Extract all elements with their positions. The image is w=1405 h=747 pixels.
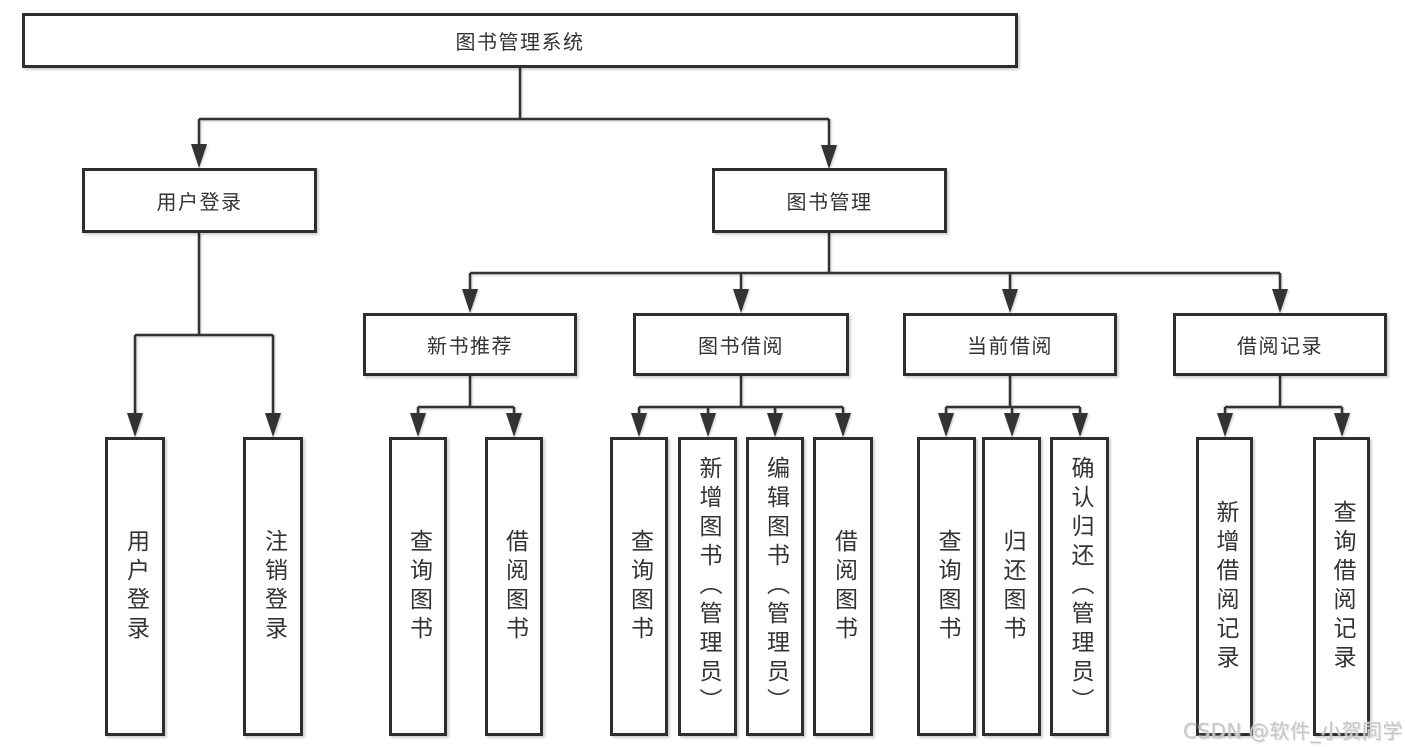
leaf-query-books-recommend: 查询图书 <box>389 437 447 736</box>
leaf-logout-label: 注销登录 <box>260 528 287 645</box>
node-book-borrow-label: 图书借阅 <box>698 334 784 358</box>
leaf-add-borrow-record: 新增借阅记录 <box>1196 437 1253 736</box>
leaf-add-book-admin: 新增图书（管理员） <box>678 437 737 736</box>
node-user-login-label: 用户登录 <box>156 190 243 214</box>
leaf-borrow-books-label: 借阅图书 <box>830 528 857 645</box>
leaf-query-books-recommend-label: 查询图书 <box>405 528 432 645</box>
node-user-login: 用户登录 <box>82 168 317 233</box>
node-borrow-records: 借阅记录 <box>1173 313 1387 376</box>
leaf-logout: 注销登录 <box>243 437 303 736</box>
leaf-add-borrow-record-label: 新增借阅记录 <box>1212 499 1238 674</box>
arrowheads <box>127 144 1350 437</box>
leaf-query-books-current: 查询图书 <box>917 437 976 736</box>
leaf-user-login: 用户登录 <box>105 437 165 736</box>
leaf-edit-book-admin-label: 编辑图书（管理员） <box>762 456 789 717</box>
leaf-return-books: 归还图书 <box>982 437 1041 736</box>
leaf-borrow-books: 借阅图书 <box>813 437 873 736</box>
node-root: 图书管理系统 <box>22 13 1018 68</box>
leaf-query-books-borrow-label: 查询图书 <box>626 528 653 645</box>
leaf-add-book-admin-label: 新增图书（管理员） <box>695 456 721 717</box>
node-root-label: 图书管理系统 <box>455 30 585 54</box>
node-book-management-label: 图书管理 <box>786 190 873 214</box>
csdn-watermark: CSDN @软件_小贺同学 <box>1183 719 1403 743</box>
leaf-confirm-return-admin-label: 确认归还（管理员） <box>1067 456 1093 717</box>
node-current-borrow-label: 当前借阅 <box>967 334 1053 358</box>
leaf-borrow-books-recommend: 借阅图书 <box>485 437 543 736</box>
leaf-query-books-borrow: 查询图书 <box>610 437 668 736</box>
leaf-user-login-label: 用户登录 <box>122 528 149 645</box>
leaf-edit-book-admin: 编辑图书（管理员） <box>746 437 804 736</box>
node-current-borrow: 当前借阅 <box>903 313 1117 376</box>
leaf-return-books-label: 归还图书 <box>999 528 1025 645</box>
node-borrow-records-label: 借阅记录 <box>1237 334 1323 358</box>
node-new-book-recommend: 新书推荐 <box>363 313 577 376</box>
leaf-borrow-books-recommend-label: 借阅图书 <box>501 528 528 645</box>
node-book-management: 图书管理 <box>712 168 947 233</box>
leaf-confirm-return-admin: 确认归还（管理员） <box>1050 437 1109 736</box>
leaf-query-books-current-label: 查询图书 <box>934 528 960 645</box>
leaf-query-borrow-record-label: 查询借阅记录 <box>1329 499 1355 674</box>
node-book-borrow: 图书借阅 <box>633 313 849 376</box>
leaf-query-borrow-record: 查询借阅记录 <box>1313 437 1370 736</box>
node-new-book-recommend-label: 新书推荐 <box>427 334 513 358</box>
